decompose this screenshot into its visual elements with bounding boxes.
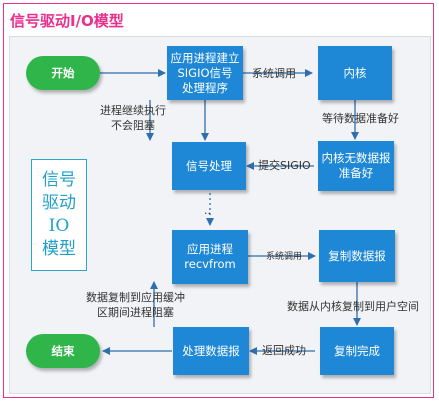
kernel-node: 内核	[318, 46, 392, 100]
copy-datagram-node: 复制数据报	[319, 230, 395, 282]
outer-frame	[3, 3, 434, 398]
side-label: 信号 驱动 IO 模型	[42, 170, 76, 259]
signal-handler-node: 信号处理	[172, 142, 246, 190]
recvfrom-label: 应用进程 recvfrom	[184, 242, 236, 271]
page-title: 信号驱动I/O模型	[10, 12, 124, 30]
edge-label-syscall-2: 系统调用	[266, 252, 303, 262]
end-node: 结束	[26, 334, 100, 368]
edge-label-copy-to-user: 数据从内核复制到用户空间	[287, 300, 419, 313]
copy-datagram-label: 复制数据报	[328, 248, 386, 263]
signal-handler-label: 信号处理	[186, 158, 232, 173]
edge-label-syscall-1: 系统调用	[252, 67, 296, 80]
side-label-box: 信号 驱动 IO 模型	[31, 159, 87, 271]
setup-node: 应用进程建立 SIGIO信号 处理程序	[167, 46, 243, 100]
process-datagram-label: 处理数据报	[182, 343, 240, 358]
edge-label-continue-exec: 进程继续执行 不会阻塞	[100, 104, 166, 132]
process-datagram-node: 处理数据报	[173, 327, 249, 375]
start-label: 开始	[51, 65, 75, 80]
edge-label-deliver-sigio: 提交SIGIO	[258, 159, 311, 172]
kernel-label: 内核	[343, 65, 367, 80]
copy-done-node: 复制完成	[320, 327, 394, 375]
kernel-ready-label: 内核无数据报 准备好	[321, 151, 391, 180]
start-node: 开始	[26, 56, 100, 90]
edge-label-return-success: 返回成功	[262, 344, 306, 357]
setup-label: 应用进程建立 SIGIO信号 处理程序	[170, 50, 240, 95]
recvfrom-node: 应用进程 recvfrom	[172, 230, 248, 284]
end-label: 结束	[51, 343, 75, 358]
kernel-ready-node: 内核无数据报 准备好	[318, 141, 394, 191]
copy-done-label: 复制完成	[334, 343, 380, 358]
edge-label-wait-ready: 等待数据准备好	[322, 112, 399, 125]
edge-label-blocked-copy: 数据复制到应用缓冲 区期间进程阻塞	[86, 291, 185, 319]
edge-label-dots: ..	[204, 204, 211, 217]
